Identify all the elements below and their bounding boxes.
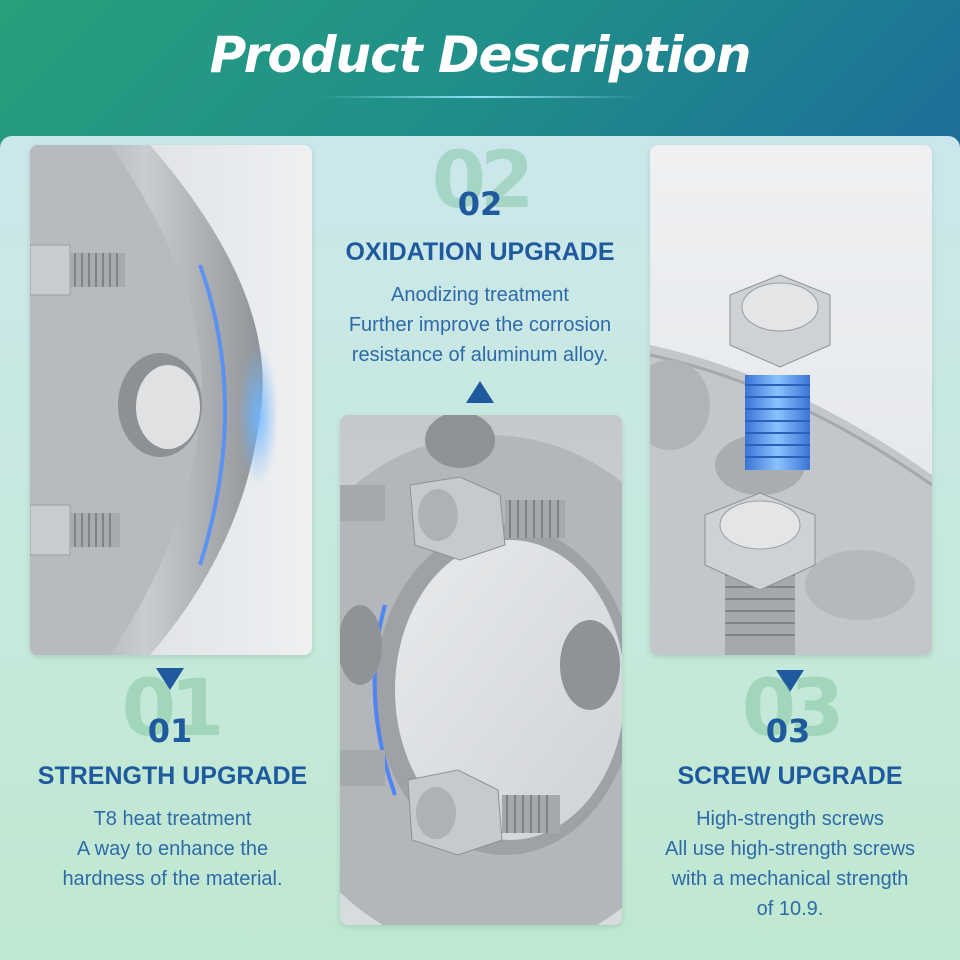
oxidation-product-image [340, 415, 622, 925]
feature-2-description: Anodizing treatment Further improve the … [310, 280, 650, 370]
feature-1-line: T8 heat treatment [93, 808, 252, 830]
feature-3-line: with a mechanical strength [671, 868, 909, 890]
page-title: Product Description [209, 26, 752, 84]
feature-1-number: 01 [147, 712, 193, 750]
feature-1-description: T8 heat treatment A way to enhance the h… [0, 804, 345, 894]
title-underline [320, 96, 640, 98]
feature-2-line: Anodizing treatment [391, 284, 569, 306]
feature-2-line: resistance of aluminum alloy. [351, 344, 609, 366]
feature-2-line: Further improve the corrosion [348, 314, 612, 336]
pointer-up-icon [466, 381, 494, 403]
feature-3-title: SCREW UPGRADE [677, 762, 903, 790]
pointer-down-icon [156, 668, 184, 690]
screw-product-image [650, 145, 932, 655]
feature-2-number: 02 [457, 185, 503, 223]
feature-1-line: A way to enhance the [76, 838, 269, 860]
feature-2-number-watermark: 02 [431, 136, 535, 226]
feature-2-title: OXIDATION UPGRADE [345, 238, 615, 266]
feature-3-line: High-strength screws [696, 808, 884, 830]
feature-3-line: of 10.9. [756, 898, 824, 920]
feature-3-number: 03 [765, 712, 811, 750]
strength-product-image [30, 145, 312, 655]
feature-3-line: All use high-strength screws [664, 838, 916, 860]
feature-3-description: High-strength screws All use high-streng… [620, 804, 960, 924]
feature-3-number-watermark: 03 [741, 664, 845, 754]
feature-1-number-watermark: 01 [121, 664, 225, 754]
feature-1-line: hardness of the material. [62, 868, 283, 890]
pointer-down-icon [776, 670, 804, 692]
feature-1-title: STRENGTH UPGRADE [37, 762, 308, 790]
